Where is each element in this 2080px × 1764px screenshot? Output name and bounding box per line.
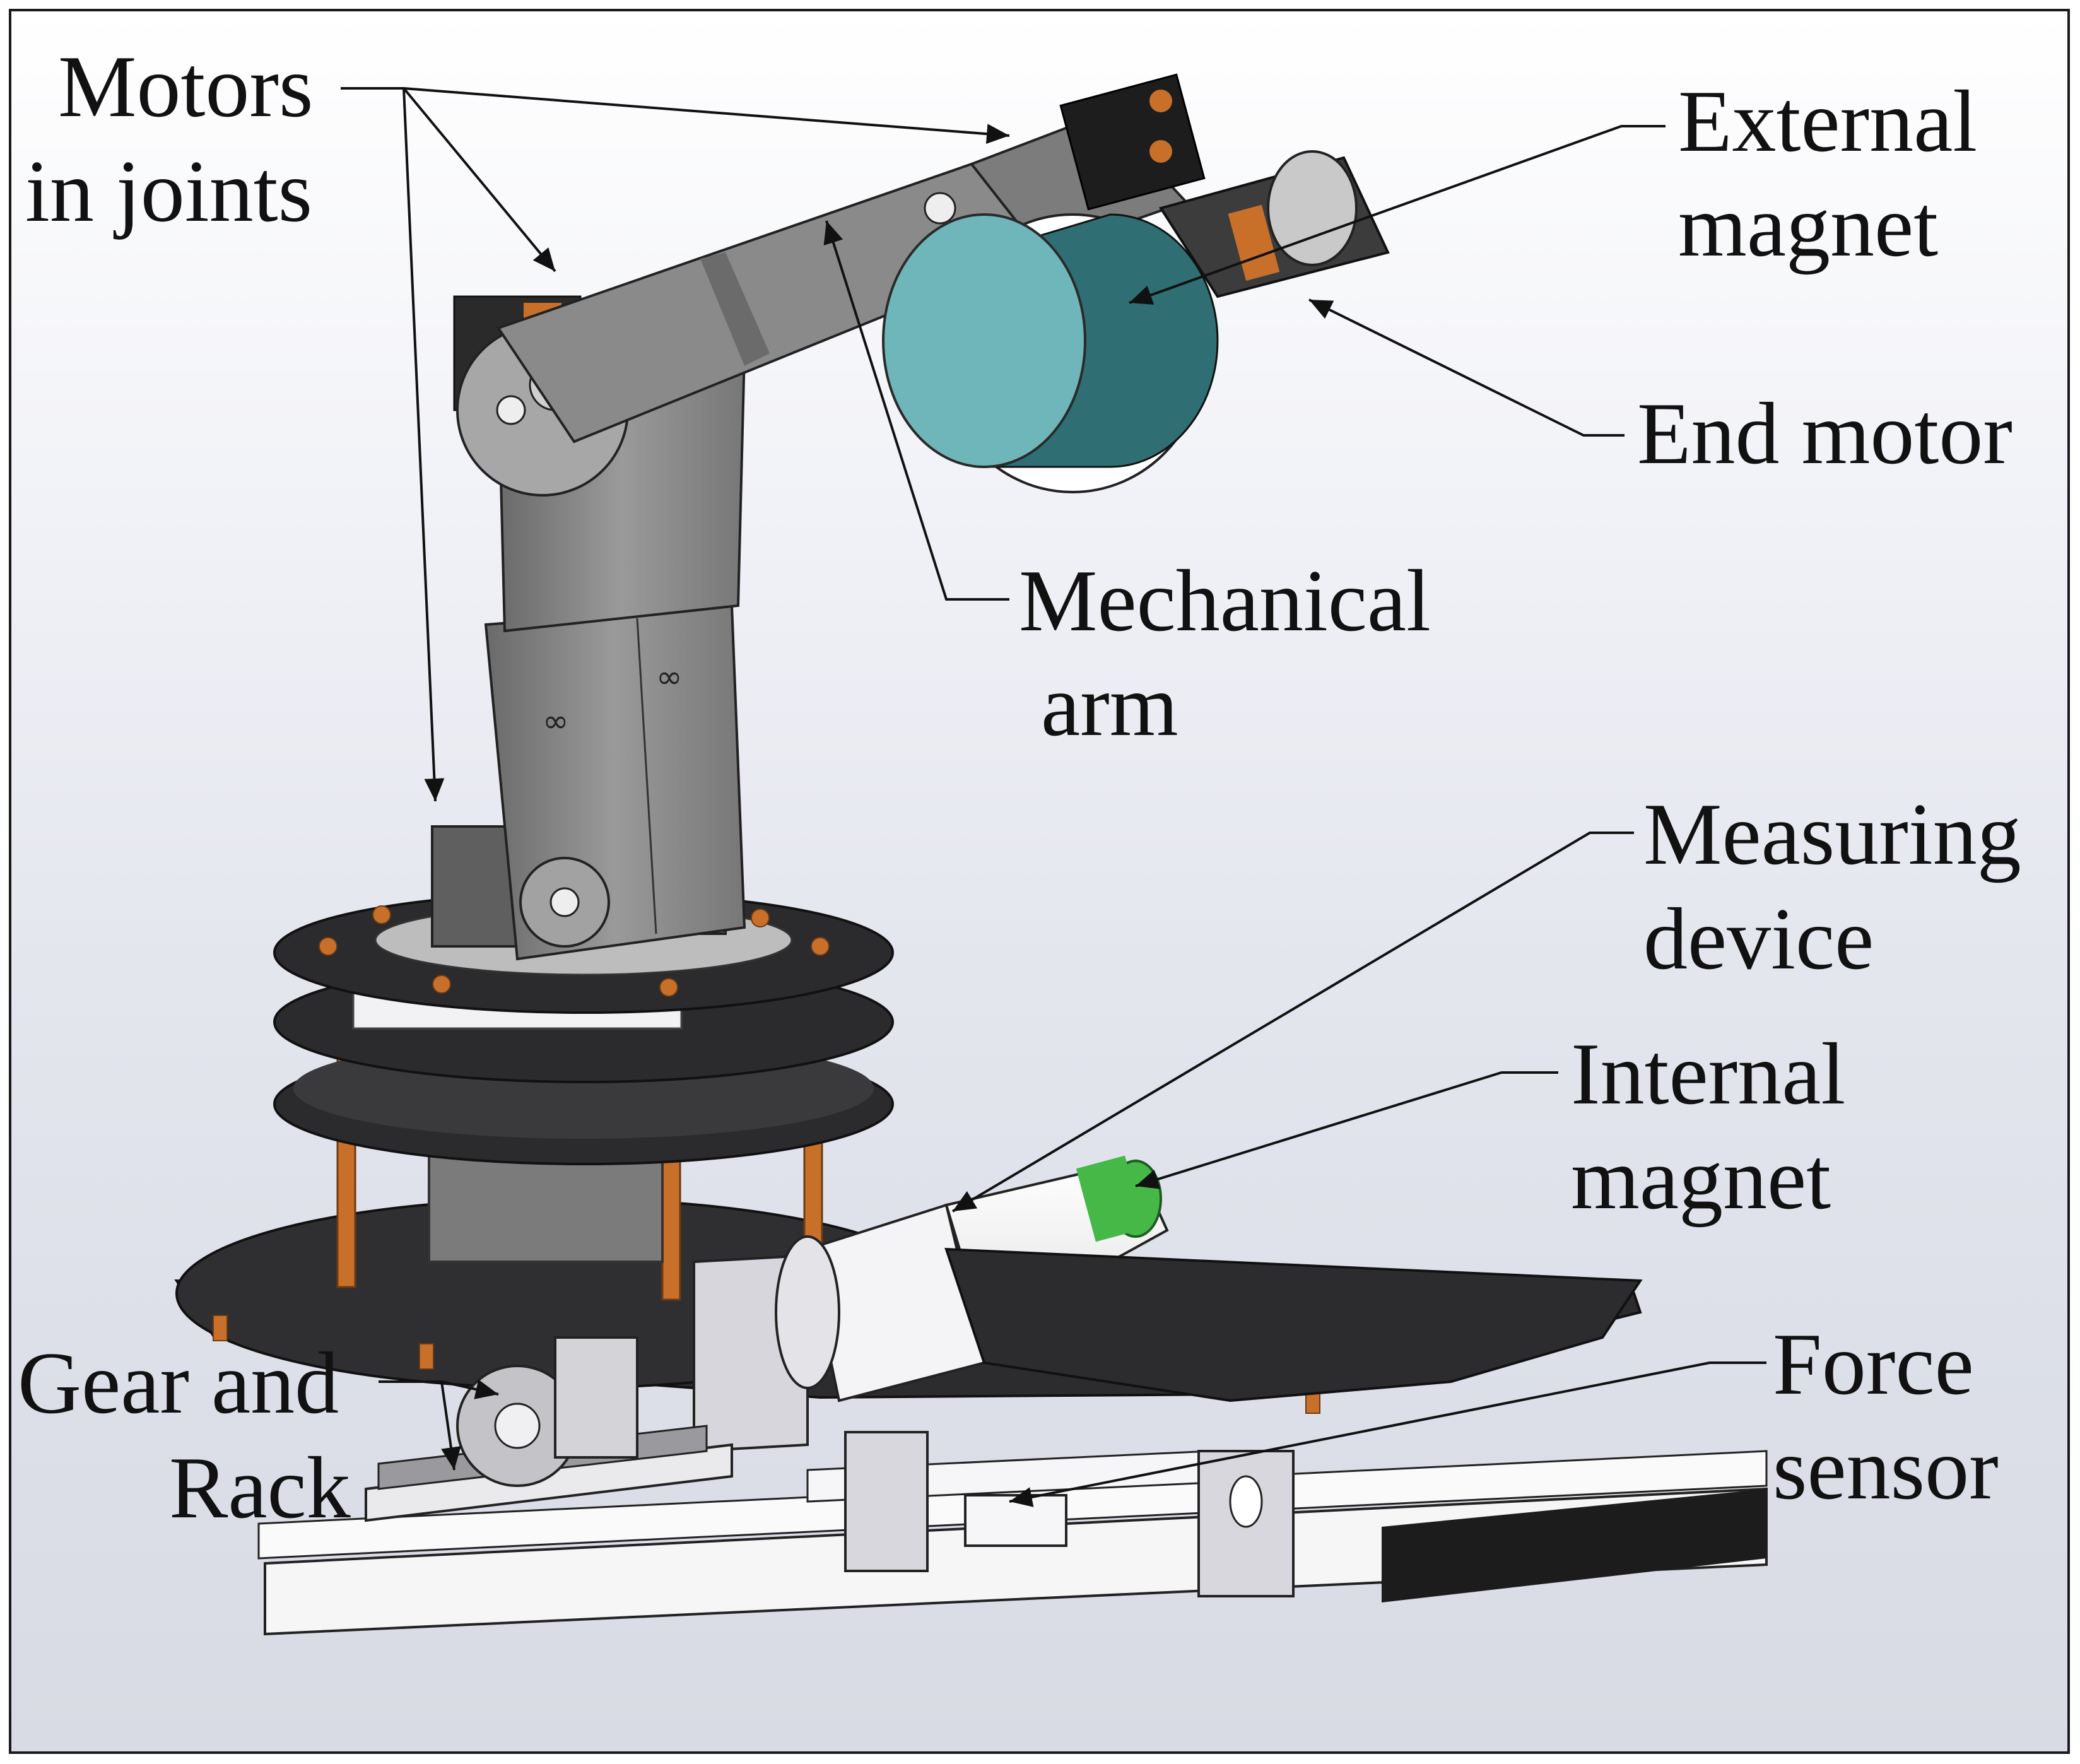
leader-gear-2	[440, 1381, 461, 1471]
label-gear-line1: Gear and	[18, 1334, 339, 1432]
svg-text:∞: ∞	[543, 703, 569, 739]
label-internal-magnet: Internal magnet	[1571, 1022, 1845, 1232]
label-external-magnet: External magnet	[1678, 69, 1977, 279]
label-measuring-device-line1: Measuring	[1643, 785, 2021, 883]
lower-arm: ∞ ∞	[484, 604, 746, 961]
label-mechanical-arm-line2: arm	[1041, 657, 1178, 755]
label-force-sensor-line2: sensor	[1773, 1420, 1999, 1518]
leader-internal-magnet	[1135, 1071, 1558, 1189]
leader-mechanical-arm	[823, 220, 1009, 601]
leader-force-sensor	[1009, 1361, 1766, 1507]
force-sensor-assembly	[806, 1431, 1295, 1597]
label-motors-line2: in joints	[25, 143, 313, 240]
label-measuring-device-line2: device	[1643, 890, 1874, 988]
label-gear-and-rack: Gear and Rack	[18, 1331, 351, 1541]
label-mechanical-arm-line1: Mechanical	[1019, 552, 1431, 650]
leader-external-magnet	[1129, 125, 1666, 305]
label-force-sensor: Force sensor	[1773, 1312, 1999, 1522]
label-gear-line2: Rack	[169, 1439, 351, 1537]
label-motors-in-joints: Motors in joints	[25, 35, 313, 244]
svg-text:∞: ∞	[656, 659, 683, 695]
leader-motors-3	[402, 88, 445, 802]
leader-motors-2	[402, 87, 556, 273]
label-external-magnet-line1: External	[1678, 73, 1978, 170]
leader-motors-1	[341, 87, 1010, 144]
label-internal-magnet-line1: Internal	[1571, 1025, 1846, 1123]
label-internal-magnet-line2: magnet	[1571, 1130, 1831, 1228]
label-mechanical-arm: Mechanical arm	[1019, 549, 1431, 758]
label-force-sensor-line1: Force	[1773, 1315, 1974, 1413]
leader-end-motor	[1308, 298, 1625, 437]
gear-and-rack	[365, 1336, 733, 1522]
label-end-motor: End motor	[1637, 382, 2012, 486]
label-external-magnet-line2: magnet	[1678, 177, 1939, 275]
external-magnet	[882, 213, 1219, 493]
turntable	[273, 891, 894, 1301]
label-measuring-device: Measuring device	[1643, 782, 2021, 992]
label-end-motor-line1: End motor	[1637, 385, 2012, 483]
measuring-device	[693, 1155, 1643, 1453]
leader-lines	[341, 87, 1766, 1507]
label-motors-line1: Motors	[58, 38, 314, 136]
leader-measuring-device	[951, 832, 1634, 1213]
